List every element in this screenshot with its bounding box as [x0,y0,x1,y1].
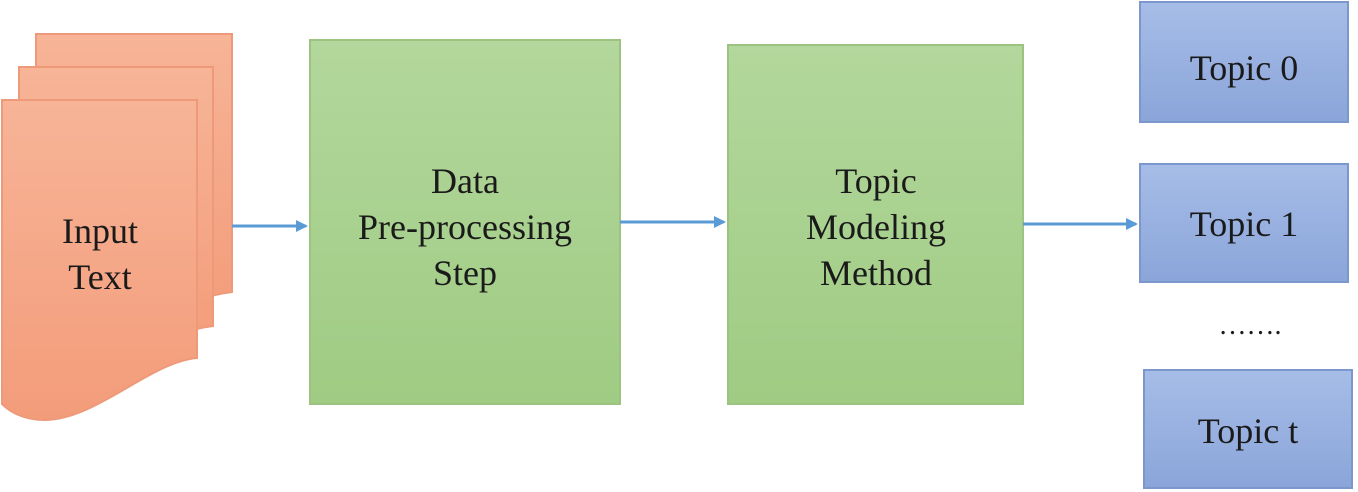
topic-1-node: Topic 1 [1139,163,1349,283]
modeling-node: Topic Modeling Method [727,44,1024,405]
modeling-box [727,44,1024,405]
preprocessing-label-line-2: Pre-processing [358,207,572,247]
topic-1-box [1139,163,1349,283]
topic-1-label: Topic 1 [1190,204,1298,244]
input-text-node: Input Text [1,33,233,422]
topics-ellipsis: ……. [1219,310,1282,341]
topic-0-box [1139,1,1349,123]
preprocessing-node: Data Pre-processing Step [309,39,621,405]
preprocessing-label-line-3: Step [433,253,497,293]
document-front-page [1,99,198,422]
preprocessing-label-line-1: Data [431,161,499,201]
input-text-label-line-1: Input [62,211,138,251]
input-text-label-line-2: Text [68,257,131,297]
topic-0-node: Topic 0 [1139,1,1349,123]
topic-t-node: Topic t [1143,369,1353,489]
topic-0-label: Topic 0 [1190,48,1298,88]
topic-t-label: Topic t [1198,411,1298,451]
modeling-label-line-1: Topic [835,161,916,201]
modeling-label-line-2: Modeling [806,207,946,247]
topic-t-box [1143,369,1353,489]
modeling-label-line-3: Method [820,253,932,293]
